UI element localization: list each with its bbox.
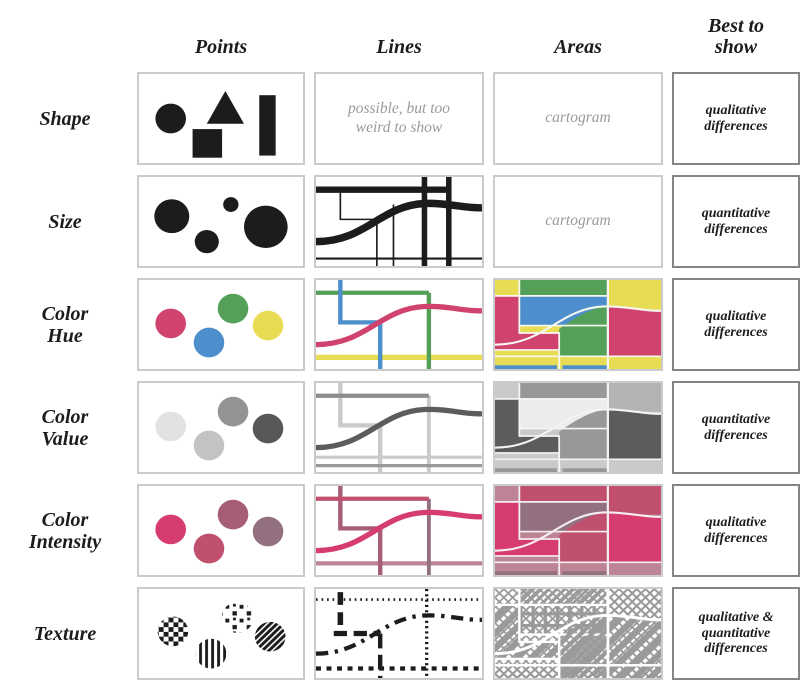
hue-best-label: qualitative differences <box>704 308 768 340</box>
value-lines-graphic <box>316 383 482 472</box>
cell-value-areas <box>493 381 663 474</box>
intensity-area-map-graphic <box>495 486 661 575</box>
cell-texture-lines <box>314 587 484 680</box>
cell-hue-areas <box>493 278 663 371</box>
cell-size-best: quantitative differences <box>672 175 800 268</box>
cell-size-areas: cartogram <box>493 175 663 268</box>
column-header-lines: Lines <box>376 36 422 58</box>
cell-intensity-areas <box>493 484 663 577</box>
size-dots-graphic <box>154 197 288 254</box>
column-header-best-to-show: Best to show <box>707 15 765 58</box>
texture-lines-graphic <box>316 589 482 678</box>
cell-hue-best: qualitative differences <box>672 278 800 371</box>
cell-value-best: quantitative differences <box>672 381 800 474</box>
texture-best-label: qualitative & quantitative differences <box>698 609 774 657</box>
intensity-dots-graphic <box>155 499 284 564</box>
value-best-label: quantitative differences <box>701 411 771 443</box>
cell-texture-points <box>137 587 305 680</box>
cell-texture-areas <box>493 587 663 680</box>
cell-intensity-points <box>137 484 305 577</box>
cell-hue-points <box>137 278 305 371</box>
cell-shape-lines: possible, but too weird to show <box>314 72 484 165</box>
hue-lines-graphic <box>316 280 482 369</box>
cell-size-lines <box>314 175 484 268</box>
cell-size-points <box>137 175 305 268</box>
intensity-best-label: qualitative differences <box>704 514 768 546</box>
row-label-color-hue: Color Hue <box>41 302 89 347</box>
shape-areas-note: cartogram <box>545 109 611 127</box>
cell-intensity-lines <box>314 484 484 577</box>
value-dots-graphic <box>155 396 284 461</box>
size-areas-note: cartogram <box>545 212 611 230</box>
cell-texture-best: qualitative & quantitative differences <box>672 587 800 680</box>
row-label-shape: Shape <box>39 107 91 130</box>
column-header-areas: Areas <box>554 36 602 58</box>
shape-best-label: qualitative differences <box>704 102 768 134</box>
row-label-texture: Texture <box>33 622 97 645</box>
cell-value-lines <box>314 381 484 474</box>
row-label-color-intensity: Color Intensity <box>28 508 102 553</box>
intensity-lines-graphic <box>316 486 482 575</box>
column-header-points: Points <box>194 36 248 58</box>
cell-intensity-best: qualitative differences <box>672 484 800 577</box>
header-spacer <box>2 6 128 62</box>
cell-value-points <box>137 381 305 474</box>
size-best-label: quantitative differences <box>701 205 771 237</box>
value-area-map-graphic <box>495 383 661 472</box>
cell-hue-lines <box>314 278 484 371</box>
row-label-size: Size <box>48 210 82 233</box>
cell-shape-areas: cartogram <box>493 72 663 165</box>
hue-area-map-graphic <box>495 280 661 369</box>
size-lines-graphic <box>316 177 482 266</box>
shape-lines-note: possible, but too weird to show <box>347 99 451 136</box>
cell-shape-points <box>137 72 305 165</box>
cell-shape-best: qualitative differences <box>672 72 800 165</box>
hue-dots-graphic <box>155 293 284 358</box>
shape-glyphs-graphic <box>155 90 276 158</box>
texture-dots-graphic <box>157 602 286 669</box>
row-label-color-value: Color Value <box>41 405 89 450</box>
texture-area-map-graphic <box>495 589 661 678</box>
